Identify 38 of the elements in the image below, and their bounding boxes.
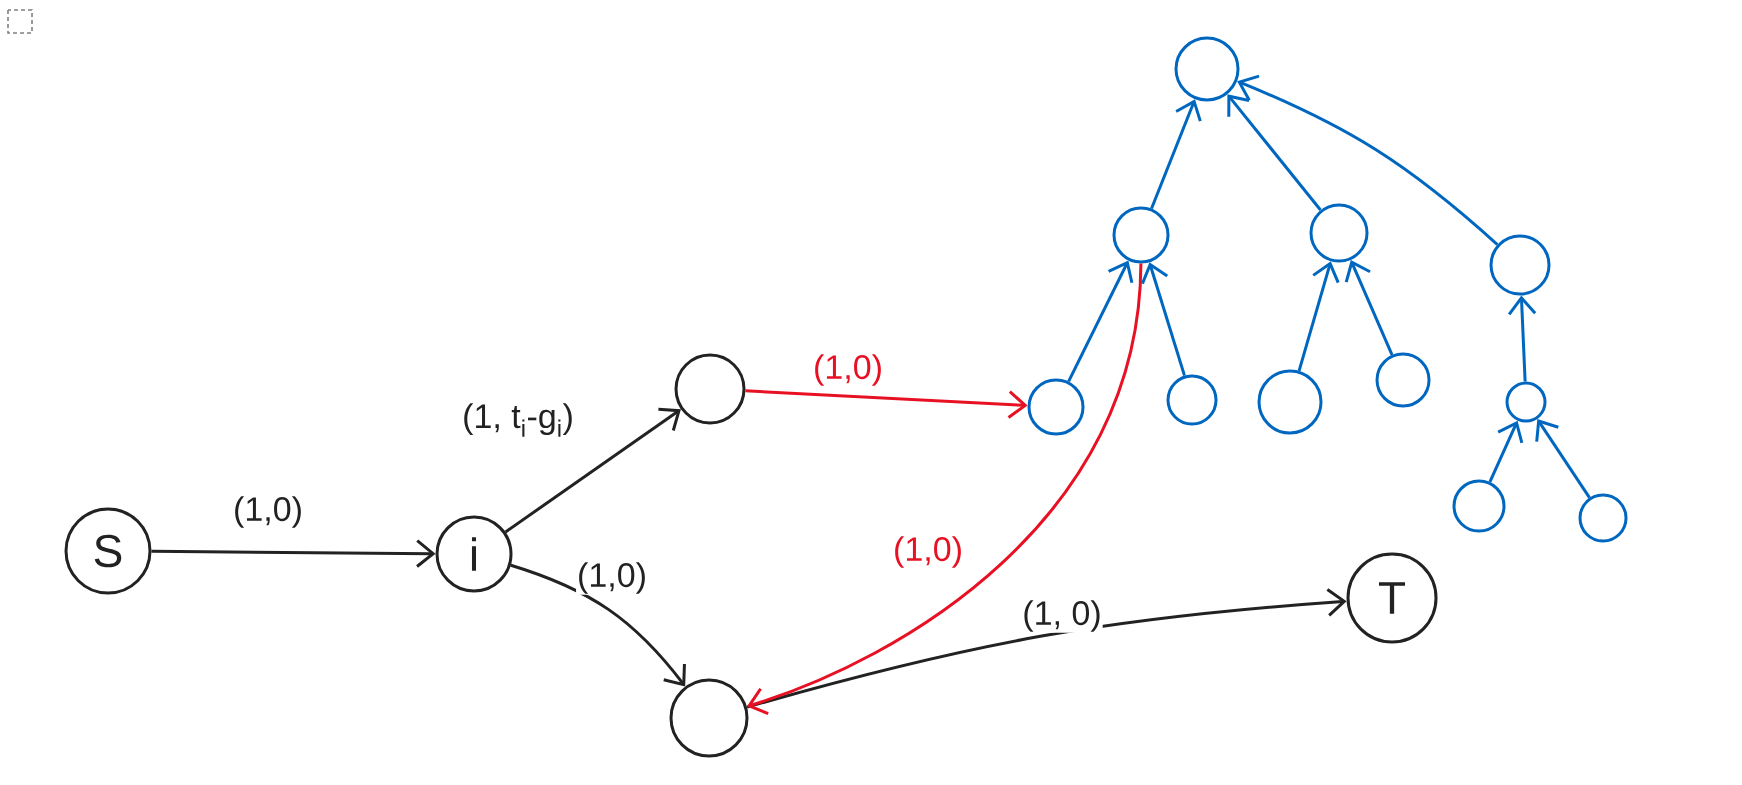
circle-node (1375, 352, 1431, 408)
arrow (1488, 420, 1524, 483)
circle-node (1489, 234, 1551, 296)
circle-node (669, 678, 749, 758)
circle-node: T (1346, 552, 1438, 644)
arrow (746, 263, 1143, 715)
arrow (745, 389, 1028, 419)
arrow (1297, 261, 1340, 372)
circle-node (1578, 493, 1628, 543)
edge-label: (1,0) (232, 495, 304, 529)
circle-node: S (64, 507, 152, 595)
arrow (1535, 419, 1591, 499)
arrow (1507, 295, 1537, 382)
edge-label: (1,0) (812, 353, 884, 387)
arrow (1150, 99, 1202, 210)
arrow (1227, 94, 1322, 211)
edge-label: (1,0) (576, 561, 648, 595)
circle-node (1309, 203, 1369, 263)
arrow (504, 407, 681, 534)
circle-node: i (435, 515, 513, 593)
arrow (1237, 74, 1499, 246)
edge-label: (1, t$_{i}$-g$_{i}$) (461, 402, 575, 438)
arrow (151, 539, 436, 568)
circle-node (1452, 479, 1506, 533)
circle-node (1257, 369, 1323, 435)
circle-node (1166, 374, 1218, 426)
arrow (1141, 262, 1186, 377)
edge-label: (1, 0) (1021, 599, 1103, 633)
circle-node (1027, 378, 1085, 436)
arrow (1067, 260, 1134, 383)
arrow (1344, 260, 1394, 356)
arrow (746, 588, 1347, 709)
edge-label: (1,0) (892, 535, 964, 569)
circle-node (674, 353, 746, 425)
circle-node (1505, 381, 1547, 423)
arrow (510, 563, 686, 687)
circle-node (1174, 36, 1240, 102)
circle-node (1112, 206, 1170, 264)
